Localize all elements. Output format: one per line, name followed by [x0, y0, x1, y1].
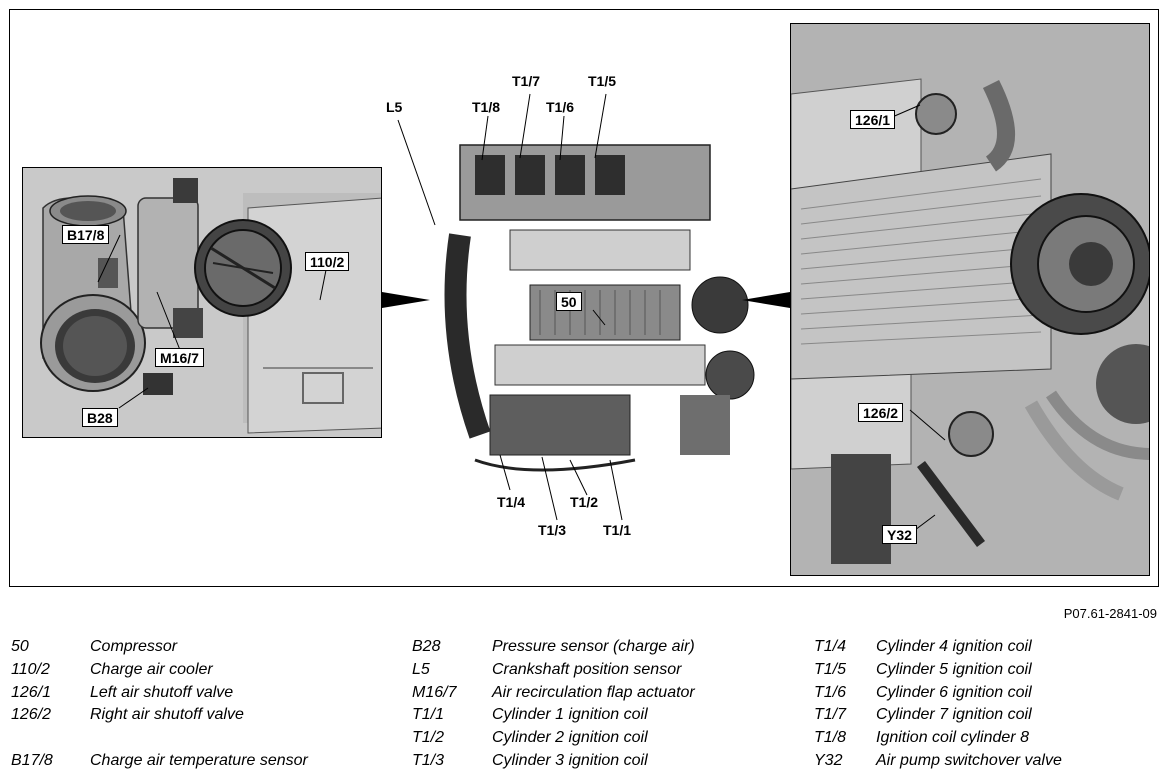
legend-code: B17/8 — [11, 751, 53, 769]
legend-code: 110/2 — [11, 660, 50, 678]
legend-code: T1/6 — [814, 683, 847, 701]
legend-description: Right air shutoff valve — [90, 706, 244, 724]
callout-b28: B28 — [82, 408, 118, 427]
leader-t1-6 — [559, 115, 565, 161]
label-t1-5: T1/5 — [588, 73, 617, 89]
legend-description: Cylinder 4 ignition coil — [876, 638, 1032, 655]
engine-overview — [420, 135, 780, 480]
label-t1-7: T1/7 — [512, 73, 541, 89]
leader-t1-1 — [609, 459, 623, 521]
legend-description: Cylinder 6 ignition coil — [876, 683, 1032, 701]
legend-code: T1/5 — [814, 660, 847, 678]
leader-126-2 — [909, 409, 946, 441]
callout-110-2: 110/2 — [305, 252, 350, 271]
legend-description: Pressure sensor (charge air) — [492, 638, 695, 655]
label-t1-1: T1/1 — [603, 522, 632, 538]
callout-126-1: 126/1 — [850, 110, 896, 129]
callout-y32: Y32 — [882, 525, 917, 544]
figure-reference: P07.61-2841-09 — [1063, 606, 1157, 621]
arrow-right-photo — [742, 292, 790, 308]
legend-description: Air pump switchover valve — [876, 751, 1062, 769]
engine-illustration — [444, 144, 755, 472]
legend-description: Cylinder 3 ignition coil — [492, 751, 648, 769]
callout-126-2: 126/2 — [858, 403, 904, 422]
leader-t1-2 — [569, 459, 588, 496]
leader-t1-4 — [499, 454, 511, 491]
legend-code: T1/4 — [814, 638, 847, 655]
label-t1-3: T1/3 — [538, 522, 567, 538]
leader-t1-5 — [594, 93, 607, 159]
legend-code: L5 — [412, 660, 430, 678]
legend-code: B28 — [412, 638, 441, 655]
leader-50 — [592, 309, 606, 326]
leader-b28 — [118, 387, 149, 409]
legend-code: T1/8 — [814, 729, 847, 747]
label-t1-6: T1/6 — [546, 99, 575, 115]
legend-code: T1/2 — [412, 729, 445, 747]
legend-description: Charge air temperature sensor — [90, 751, 308, 769]
legend-code: T1/1 — [412, 706, 445, 724]
callout-50: 50 — [556, 292, 582, 311]
legend-code: M16/7 — [412, 683, 457, 701]
legend-description: Ignition coil cylinder 8 — [876, 729, 1029, 747]
legend-description: Charge air cooler — [90, 660, 213, 678]
callout-b17-8: B17/8 — [62, 225, 110, 244]
legend-description: Left air shutoff valve — [90, 683, 234, 701]
leader-110-2 — [319, 269, 327, 301]
legend-description: Cylinder 1 ignition coil — [492, 706, 648, 724]
label-l5: L5 — [386, 99, 403, 115]
legend-code: Y32 — [814, 751, 843, 769]
label-t1-4: T1/4 — [497, 494, 526, 510]
legend-description: Cylinder 5 ignition coil — [876, 660, 1032, 678]
legend-code: T1/3 — [412, 751, 445, 769]
figure-frame: B17/8 110/2 M16/7 B28 L5 T1/8 T1/7 T1/6 … — [9, 9, 1159, 587]
leader-l5 — [397, 119, 436, 226]
leader-m16-7 — [156, 291, 181, 351]
legend-code: 50 — [11, 638, 29, 655]
leader-y32 — [914, 514, 936, 531]
legend-description: Compressor — [90, 638, 178, 655]
label-t1-2: T1/2 — [570, 494, 599, 510]
legend-code: T1/7 — [814, 706, 847, 724]
legend-code: 126/2 — [11, 706, 52, 724]
legend-description: Air recirculation flap actuator — [492, 683, 695, 701]
leader-t1-8 — [481, 115, 489, 161]
legend-description: Cylinder 2 ignition coil — [492, 729, 648, 747]
legend-description: Cylinder 7 ignition coil — [876, 706, 1032, 724]
callout-m16-7: M16/7 — [155, 348, 204, 367]
supercharger-illustration — [791, 24, 1149, 575]
legend-code: 126/1 — [11, 683, 52, 701]
leader-t1-3 — [541, 456, 558, 521]
arrow-left-photo — [382, 292, 430, 308]
legend-description: Crankshaft position sensor — [492, 660, 682, 678]
label-t1-8: T1/8 — [472, 99, 501, 115]
leader-t1-7 — [519, 93, 531, 159]
leader-b17-8 — [97, 234, 121, 283]
